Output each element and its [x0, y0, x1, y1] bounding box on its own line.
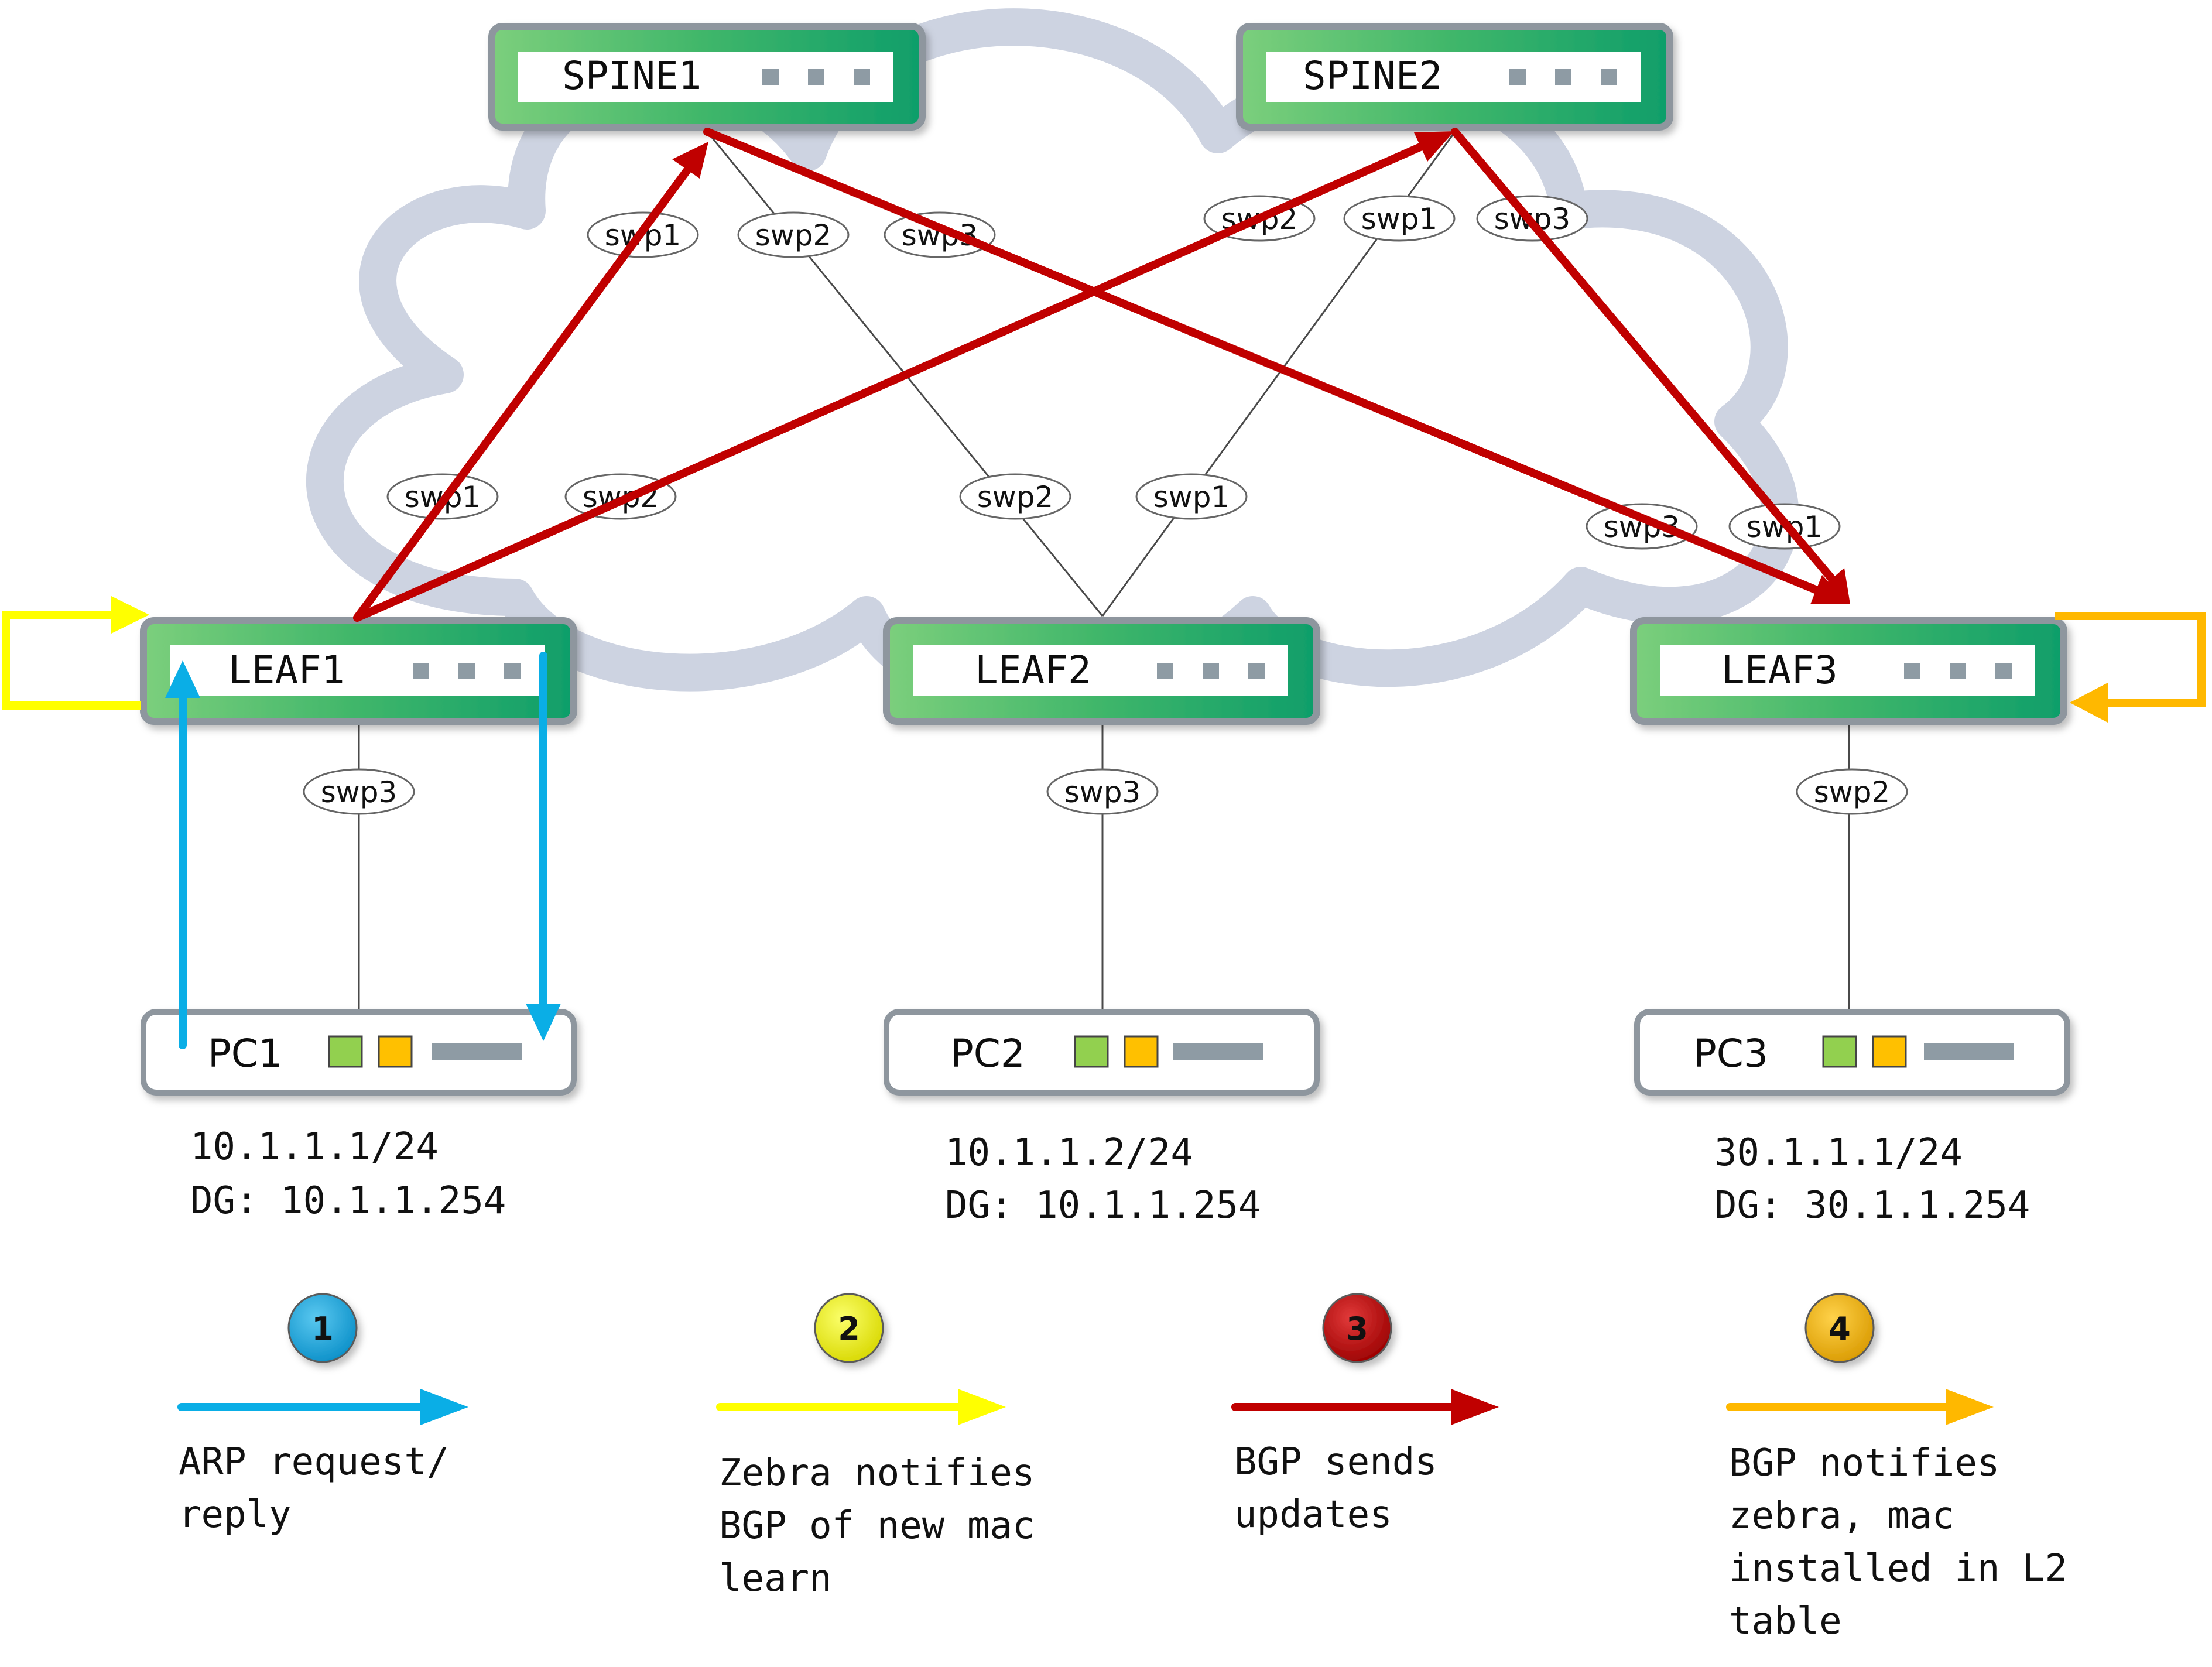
- port-label: swp3: [303, 768, 415, 815]
- port-icon: [458, 663, 475, 679]
- port-label: swp2: [1796, 768, 1908, 815]
- svg-text:swp3: swp3: [321, 775, 398, 809]
- port-bar-icon: [1173, 1043, 1263, 1060]
- pc1-label: PC1: [208, 1031, 283, 1076]
- legend-arp-line-1: ARP request/: [179, 1440, 449, 1484]
- step-badge: [814, 1293, 884, 1363]
- svg-text:swp1: swp1: [1361, 202, 1438, 236]
- legend-item-bgp-notify: 4 BGP notifies zebra, mac installed in L…: [1726, 1293, 2067, 1643]
- svg-text:3: 3: [1346, 1310, 1368, 1347]
- pc1-dg: DG: 10.1.1.254: [190, 1179, 506, 1223]
- green-led-icon: [1822, 1035, 1857, 1068]
- orange-led-icon: [378, 1035, 413, 1068]
- spine2-switch[interactable]: SPINE2: [1236, 23, 1673, 131]
- port-icon: [1995, 663, 2012, 679]
- pc2-dg: DG: 10.1.1.254: [945, 1184, 1261, 1227]
- legend-zebra-line-2: BGP of new mac: [719, 1504, 1035, 1548]
- legend-item-arp: 1 ARP request/ reply: [177, 1293, 468, 1536]
- legend-zebra-line-3: learn: [719, 1557, 832, 1600]
- spine2-label: SPINE2: [1303, 53, 1442, 98]
- host-addresses: 10.1.1.1/24 DG: 10.1.1.254 10.1.1.2/24 D…: [190, 1125, 2030, 1227]
- legend-notify-line-2: zebra, mac: [1729, 1494, 1954, 1538]
- legend-notify-line-4: table: [1729, 1600, 1842, 1643]
- pc2-label: PC2: [950, 1031, 1025, 1076]
- leaf3-label: LEAF3: [1721, 648, 1838, 693]
- bgp-update-arrows: [353, 128, 1850, 622]
- arrow-spine1-leaf3: [703, 128, 1824, 595]
- svg-text:swp1: swp1: [1153, 480, 1230, 514]
- spine1-label: SPINE1: [562, 53, 701, 98]
- port-icon: [413, 663, 429, 679]
- port-label: swp1: [1135, 473, 1248, 520]
- leaf3-switch[interactable]: LEAF3: [1630, 617, 2067, 725]
- port-bar-icon: [1924, 1043, 2014, 1060]
- pc3-label: PC3: [1693, 1031, 1768, 1076]
- orange-led-icon: [1872, 1035, 1907, 1068]
- step-badge: [1322, 1293, 1392, 1363]
- arrow-spine2-leaf3: [1451, 128, 1837, 584]
- arrow-leaf1-spine1: [353, 163, 694, 622]
- legend: 1 ARP request/ reply 2 Zebra notifies BG…: [177, 1293, 2067, 1643]
- leaf1-switch[interactable]: LEAF1: [140, 617, 577, 725]
- pc2-box[interactable]: PC2: [884, 1009, 1320, 1096]
- port-icon: [504, 663, 521, 679]
- port-label: swp3: [884, 211, 996, 258]
- pc3-dg: DG: 30.1.1.254: [1714, 1184, 2030, 1227]
- legend-item-bgp-update: 3 BGP sends updates: [1231, 1293, 1499, 1536]
- pc1-box[interactable]: PC1: [141, 1009, 577, 1096]
- leaf2-switch[interactable]: LEAF2: [883, 617, 1320, 725]
- port-icon: [762, 69, 779, 85]
- legend-arp-line-2: reply: [179, 1493, 292, 1536]
- port-label: swp3: [1586, 503, 1698, 550]
- port-icon: [1950, 663, 1966, 679]
- pc3-box[interactable]: PC3: [1634, 1009, 2070, 1096]
- port-icon: [1904, 663, 1920, 679]
- port-icon: [1555, 69, 1571, 85]
- arp-arrows: [165, 652, 561, 1049]
- svg-text:1: 1: [311, 1310, 334, 1347]
- svg-text:swp2: swp2: [755, 218, 832, 252]
- legend-item-zebra: 2 Zebra notifies BGP of new mac learn: [716, 1293, 1035, 1600]
- legend-zebra-line-1: Zebra notifies: [719, 1452, 1035, 1495]
- zebra-notify-arrow: [2, 596, 149, 710]
- spine1-switch[interactable]: SPINE1: [488, 23, 926, 131]
- svg-text:4: 4: [1829, 1310, 1851, 1347]
- svg-text:swp2: swp2: [1814, 775, 1891, 809]
- port-labels: swp1 swp2 swp3 swp2 swp1 swp3 swp1 swp2 …: [303, 195, 1908, 815]
- port-icon: [854, 69, 870, 85]
- pc1-ip: 10.1.1.1/24: [190, 1125, 439, 1169]
- links: [358, 131, 1850, 1012]
- port-icon: [1601, 69, 1617, 85]
- port-label: swp1: [587, 211, 699, 258]
- port-icon: [1157, 663, 1173, 679]
- legend-notify-line-1: BGP notifies: [1729, 1442, 1999, 1485]
- port-label: swp3: [1046, 768, 1159, 815]
- svg-text:2: 2: [838, 1310, 860, 1347]
- port-label: swp2: [959, 473, 1071, 520]
- port-icon: [1248, 663, 1265, 679]
- port-label: swp1: [1343, 195, 1456, 242]
- leaf2-label: LEAF2: [975, 648, 1091, 693]
- step-badge: [1804, 1293, 1875, 1363]
- legend-bgp-line-2: updates: [1234, 1493, 1392, 1536]
- orange-led-icon: [1124, 1035, 1159, 1068]
- pc2-ip: 10.1.1.2/24: [945, 1131, 1193, 1175]
- legend-bgp-line-1: BGP sends: [1234, 1440, 1437, 1484]
- leaf1-label: LEAF1: [228, 648, 345, 693]
- pc3-ip: 30.1.1.1/24: [1714, 1131, 1963, 1175]
- port-icon: [1203, 663, 1219, 679]
- svg-text:swp3: swp3: [1064, 775, 1141, 809]
- port-label: swp2: [737, 211, 850, 258]
- arrow-leaf1-spine2: [353, 142, 1426, 622]
- legend-notify-line-3: installed in L2: [1729, 1547, 2067, 1590]
- port-icon: [808, 69, 824, 85]
- svg-text:swp2: swp2: [977, 480, 1054, 514]
- green-led-icon: [1074, 1035, 1109, 1068]
- port-icon: [1509, 69, 1526, 85]
- green-led-icon: [328, 1035, 363, 1068]
- port-bar-icon: [432, 1043, 522, 1060]
- step-badge: [287, 1293, 358, 1363]
- bgp-notify-zebra-arrow: [2055, 612, 2206, 723]
